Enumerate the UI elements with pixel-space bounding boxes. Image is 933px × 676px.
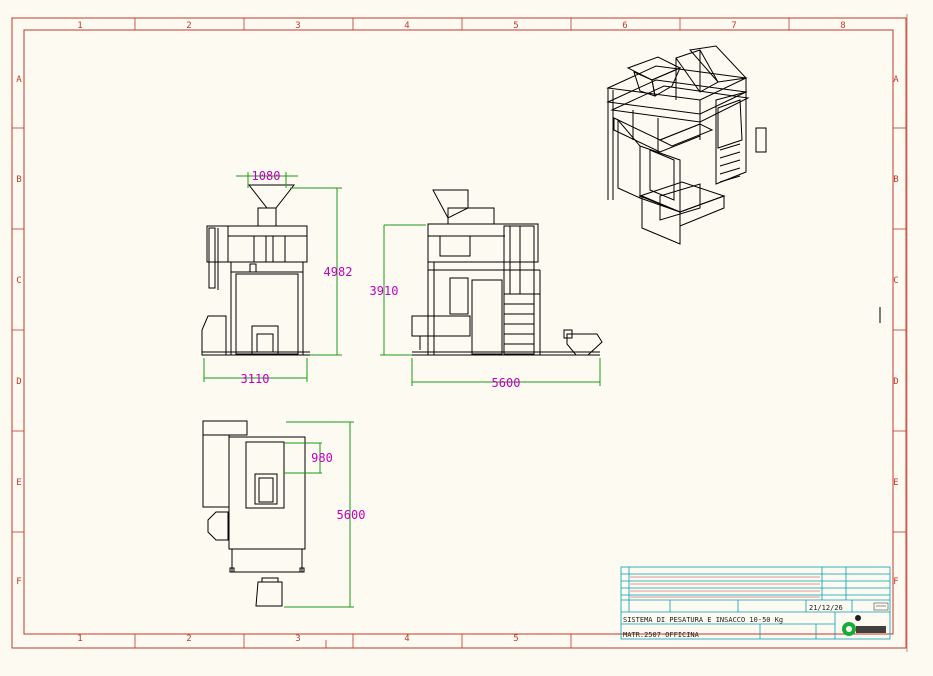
row-label: F [893, 577, 898, 587]
title-block-title: SISTEMA DI PESATURA E INSACCO 10-50 Kg [623, 616, 783, 624]
side-stair [504, 303, 534, 345]
col-label: 4 [404, 21, 409, 31]
row-label: A [893, 75, 899, 85]
tb-small-box [873, 602, 889, 611]
plan-view [202, 420, 306, 607]
front-view [201, 184, 310, 356]
dim-plan-length: 5600 [337, 508, 366, 522]
col-label: 4 [404, 634, 409, 644]
title-block-rows [630, 576, 820, 598]
dim-front-top-width: 1080 [252, 169, 281, 183]
col-label: 2 [186, 21, 191, 31]
isometric-view [606, 45, 767, 245]
col-label: 5 [513, 21, 518, 31]
row-label: E [16, 478, 21, 488]
title-block [620, 566, 891, 640]
col-label: 1 [77, 634, 82, 644]
company-logo-icon [842, 615, 886, 636]
col-label: 3 [295, 21, 300, 31]
row-label: B [16, 175, 21, 185]
col-label: 7 [731, 21, 736, 31]
title-block-date: 21/12/26 [809, 604, 843, 612]
dim-front-width: 3110 [241, 372, 270, 386]
dim-side-height: 3910 [370, 284, 399, 298]
row-label: F [16, 577, 21, 587]
dim-side-width: 5600 [492, 376, 521, 390]
title-block-subtitle: MATR.2507 OFFICINA [623, 631, 700, 639]
inner-frame [23, 29, 894, 635]
col-label: 8 [840, 21, 845, 31]
col-label: 1 [77, 21, 82, 31]
grid-ticks [12, 18, 906, 648]
col-label: 6 [622, 21, 627, 31]
row-label: C [16, 276, 21, 286]
row-label: D [893, 377, 898, 387]
side-view [411, 189, 603, 356]
dim-plan-inner: 980 [311, 451, 333, 465]
col-label: 3 [295, 634, 300, 644]
col-label: 5 [513, 634, 518, 644]
row-label: E [893, 478, 898, 488]
dim-front-height: 4982 [324, 265, 353, 279]
row-label: D [16, 377, 21, 387]
outer-frame [11, 17, 907, 649]
col-label: 2 [186, 634, 191, 644]
row-label: A [16, 75, 22, 85]
row-label: B [893, 175, 898, 185]
row-label: C [893, 276, 898, 286]
